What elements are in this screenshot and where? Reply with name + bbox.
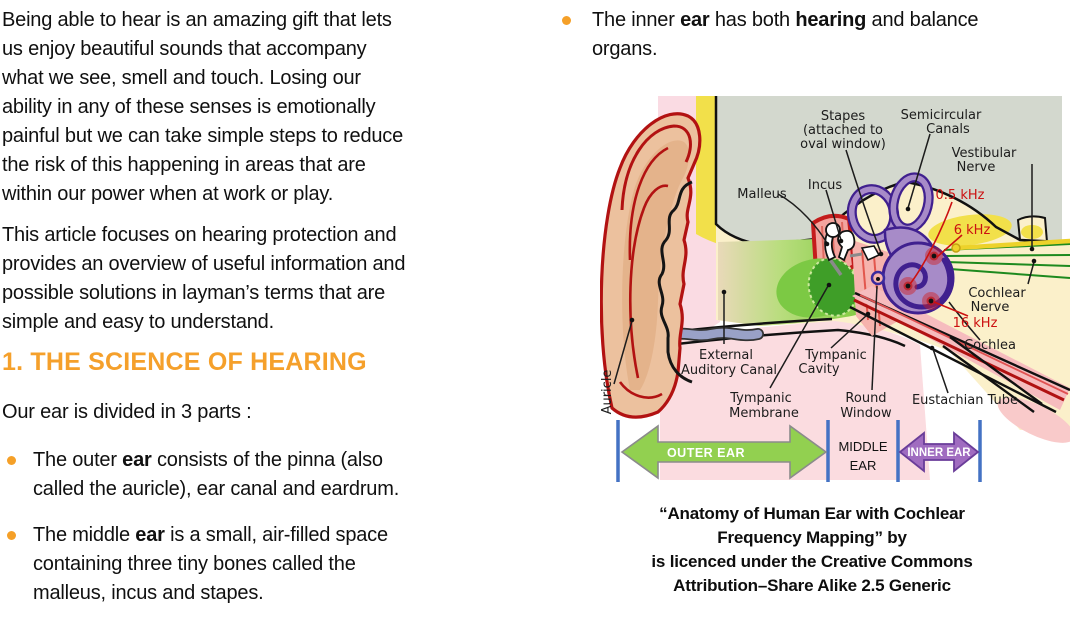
diagram-label-incus: Incus — [808, 178, 842, 193]
text-line: what we see, smell and touch. Losing our — [2, 67, 361, 89]
diagram-label-tympanic-cavity: Tympanic — [804, 348, 867, 363]
labyrinth-cochlea-shape — [846, 172, 955, 315]
ear-region-scale: OUTER EAR MIDDLE EAR INNER EAR — [616, 420, 982, 482]
text-line: is licenced under the Creative Commons — [651, 552, 973, 571]
scale-label-outer-ear: OUTER EAR — [667, 446, 745, 460]
text-line: simple and easy to understand. — [2, 311, 274, 333]
text-segment: malleus, incus and stapes. — [33, 582, 264, 604]
text-line: “Anatomy of Human Ear with Cochlear — [659, 504, 965, 523]
inner-ear-bullet: The inner ear has both hearing and balan… — [557, 6, 1072, 64]
diagram-label-tympanic-membrane: Tympanic — [729, 391, 792, 406]
outer-ear-bullet: The outer ear consists of the pinna (als… — [2, 446, 507, 504]
ear-parts-intro: Our ear is divided in 3 parts : — [2, 401, 252, 423]
text-line: malleus, incus and stapes. — [33, 579, 388, 608]
diagram-label-vestibular-nerve: Vestibular — [952, 146, 1017, 161]
ossicles-shape — [824, 222, 881, 277]
middle-ear-bullet-text: The middle ear is a small, air-filled sp… — [33, 521, 388, 608]
text-line: Being able to hear is an amazing gift th… — [2, 9, 392, 31]
emphasized-text: ear — [122, 449, 152, 471]
diagram-label-round-window: Round — [845, 391, 886, 406]
article-overview-paragraph: This article focuses on hearing protecti… — [2, 221, 507, 337]
diagram-label-6-khz: 6 kHz — [954, 223, 991, 238]
diagram-label-auricle: Auricle — [600, 370, 615, 415]
diagram-label-semicircular-canals: Semicircular — [901, 108, 982, 123]
diagram-label-round-window: Window — [840, 406, 892, 421]
diagram-label-stapes: (attached to — [803, 123, 883, 138]
text-line: The outer ear consists of the pinna (als… — [33, 446, 399, 475]
inner-ear-arrow — [898, 431, 980, 473]
diagram-label-cochlea: Cochlea — [964, 338, 1016, 353]
middle-ear-shapes — [776, 213, 900, 336]
text-segment: called the auricle), ear canal and eardr… — [33, 478, 400, 500]
intro-paragraph: Being able to hear is an amazing gift th… — [2, 6, 507, 209]
text-line: provides an overview of useful informati… — [2, 253, 406, 275]
diagram-label-0-5-khz: 0.5 kHz — [936, 188, 985, 203]
bullet-icon — [7, 531, 16, 540]
text-line: Attribution–Share Alike 2.5 Generic — [673, 576, 951, 595]
diagram-label-vestibular-nerve: Nerve — [957, 160, 996, 175]
scale-label-middle-ear: EAR — [850, 458, 877, 473]
text-line: the risk of this happening in areas that… — [2, 154, 366, 176]
bullet-icon — [7, 456, 16, 465]
middle-ear-bullet: The middle ear is a small, air-filled sp… — [2, 521, 507, 608]
diagram-label-16-khz: 16 kHz — [953, 316, 998, 331]
frequency-leader-lines — [909, 201, 969, 317]
text-line: us enjoy beautiful sounds that accompany — [2, 38, 367, 60]
diagram-label-malleus: Malleus — [737, 187, 787, 202]
outer-ear-bullet-text: The outer ear consists of the pinna (als… — [33, 446, 399, 504]
text-segment: and balance — [866, 9, 979, 31]
emphasized-text: ear — [135, 524, 165, 546]
text-segment: has both — [709, 9, 796, 31]
diagram-label-external-auditory-canal: External — [699, 348, 753, 363]
emphasized-text: ear — [680, 9, 710, 31]
emphasized-text: hearing — [795, 9, 867, 31]
text-line: The inner ear has both hearing and balan… — [592, 6, 979, 35]
text-segment: The inner — [592, 9, 681, 31]
diagram-label-tympanic-membrane: Membrane — [729, 406, 799, 421]
text-line: ability in any of these senses is emotio… — [2, 96, 376, 118]
text-segment: The outer — [33, 449, 123, 471]
bullet-icon — [562, 16, 571, 25]
text-segment: containing three tiny bones called the — [33, 553, 356, 575]
cochlear-nerve-shape — [943, 238, 1070, 279]
diagram-label-cochlear-nerve: Nerve — [971, 300, 1010, 315]
scale-label-middle-ear: MIDDLE — [838, 439, 887, 454]
text-segment: The middle — [33, 524, 136, 546]
text-segment: consists of the pinna (also — [151, 449, 383, 471]
outer-ear-arrow — [620, 424, 828, 480]
text-segment: is a small, air-filled space — [164, 524, 388, 546]
text-line: containing three tiny bones called the — [33, 550, 388, 579]
text-line: painful but we can take simple steps to … — [2, 125, 404, 147]
inner-ear-bullet-text: The inner ear has both hearing and balan… — [592, 6, 979, 64]
diagram-label-stapes: Stapes — [821, 109, 866, 124]
text-line: possible solutions in layman’s terms tha… — [2, 282, 386, 304]
ear-anatomy-diagram: Stapes (attached to oval window) Semicir… — [600, 96, 1070, 482]
diagram-label-external-auditory-canal: Auditory Canal — [681, 363, 777, 378]
text-line: within our power when at work or play. — [2, 183, 334, 205]
leader-dots — [629, 206, 1037, 351]
eustachian-tube-shape — [849, 286, 1070, 443]
diagram-label-cochlear-nerve: Cochlear — [968, 286, 1026, 301]
text-line: called the auricle), ear canal and eardr… — [33, 475, 399, 504]
diagram-label-stapes: oval window) — [800, 137, 886, 152]
text-line: organs. — [592, 35, 978, 64]
text-line: The middle ear is a small, air-filled sp… — [33, 521, 388, 550]
diagram-label-eustachian-tube: Eustachian Tube — [912, 393, 1018, 408]
scale-label-inner-ear: INNER EAR — [907, 447, 971, 459]
diagram-label-semicircular-canals: Canals — [926, 122, 970, 137]
text-line: This article focuses on hearing protecti… — [2, 224, 397, 246]
text-line: Frequency Mapping” by — [717, 528, 907, 547]
diagram-label-tympanic-cavity: Cavity — [798, 362, 839, 377]
leader-lines — [613, 133, 1035, 394]
section-heading: 1. THE SCIENCE OF HEARING — [2, 348, 367, 376]
text-segment: organs. — [592, 38, 658, 60]
